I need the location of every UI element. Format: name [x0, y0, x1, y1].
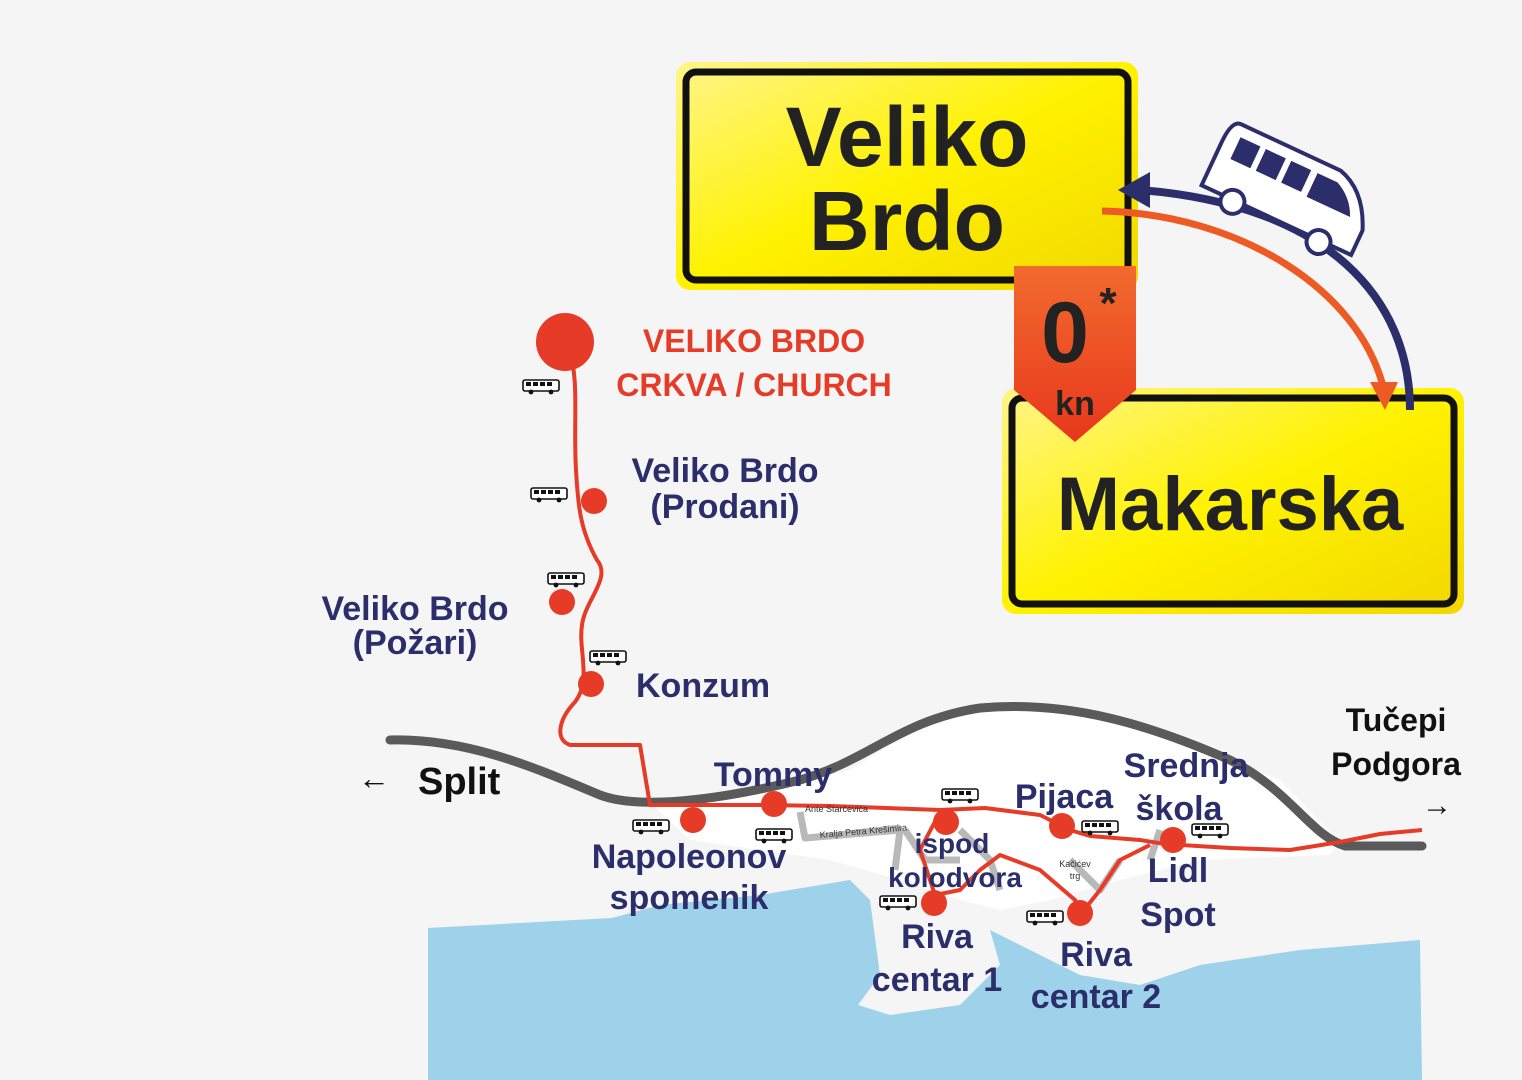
stop-pijaca [1049, 813, 1075, 839]
stop-prodani [581, 488, 607, 514]
bus-route-loop [918, 811, 1151, 917]
bus-icon [1026, 910, 1064, 927]
stop-label-napoleonov-sub: spomenik [610, 879, 769, 917]
sign-veliko-brdo: Veliko Brdo [676, 62, 1138, 290]
direction-label-podgora: Podgora [1331, 746, 1461, 782]
stop-label-start: VELIKO BRDO [643, 323, 865, 359]
sign-makarska: Makarska [1002, 388, 1464, 614]
stop-riva-centar-1 [921, 890, 947, 916]
bus-icon [522, 379, 560, 396]
round-trip-arrows-icon [1101, 172, 1414, 411]
direction-arrow-east: → [1422, 789, 1452, 822]
sign-origin-line1: Veliko [786, 90, 1029, 184]
stop-label-napoleonov: Napoleonov [592, 838, 787, 876]
price-value: 0 [1041, 285, 1089, 381]
direction-label-tucepi: Tučepi [1346, 702, 1447, 738]
stop-label-riva1: Riva [901, 918, 974, 956]
direction-arrow-west: ← [358, 760, 390, 796]
bus-icon [589, 650, 627, 667]
street-label-trg: trg [1070, 871, 1081, 881]
price-unit: kn [1055, 385, 1095, 423]
stop-label-start-sub: CRKVA / CHURCH [616, 367, 892, 403]
stop-label-ispod: ispod [915, 828, 990, 859]
sea-area [428, 880, 1422, 1080]
street-label-kacicev: Kačićev [1059, 859, 1091, 869]
sign-destination: Makarska [1057, 462, 1404, 547]
price-asterisk: * [1099, 279, 1117, 328]
bus-icon [547, 572, 585, 589]
bus-icon [632, 819, 670, 836]
stop-label-pozari: Veliko Brdo [321, 590, 508, 628]
stop-pozari [549, 589, 575, 615]
street-label-ante: Ante Starčevića [805, 804, 868, 814]
stop-lidl [1160, 827, 1186, 853]
stop-label-riva1-sub: centar 1 [872, 961, 1002, 999]
stop-label-konzum: Konzum [636, 667, 770, 705]
sign-origin-line2: Brdo [809, 174, 1005, 268]
stop-napoleonov [680, 807, 706, 833]
main-road [385, 702, 1427, 851]
stop-riva-centar-2 [1067, 900, 1093, 926]
stop-veliko-brdo-church [536, 313, 594, 371]
bus-icon [530, 487, 568, 504]
stop-label-prodani: Veliko Brdo [631, 452, 818, 490]
stop-label-lidl: Lidl [1148, 852, 1208, 890]
price-badge: 0 * kn [1014, 266, 1136, 442]
stop-label-pozari-sub: (Požari) [353, 624, 478, 662]
stop-label-srednja: Srednja [1124, 747, 1250, 785]
stop-label-pijaca: Pijaca [1015, 778, 1114, 816]
stop-label-prodani-sub: (Prodani) [650, 488, 799, 526]
minibus-icon [1198, 121, 1365, 258]
stop-ispod-kolodvora [933, 809, 959, 835]
stop-konzum [578, 671, 604, 697]
direction-label-split: Split [418, 761, 501, 803]
stop-label-riva2: Riva [1060, 936, 1133, 974]
stop-tommy [761, 791, 787, 817]
stop-label-skola: škola [1136, 790, 1224, 828]
stop-label-tommy: Tommy [714, 756, 832, 794]
stop-label-riva2-sub: centar 2 [1031, 978, 1161, 1016]
stop-label-spot: Spot [1140, 896, 1216, 934]
stop-label-kolodvora: kolodvora [888, 862, 1022, 893]
